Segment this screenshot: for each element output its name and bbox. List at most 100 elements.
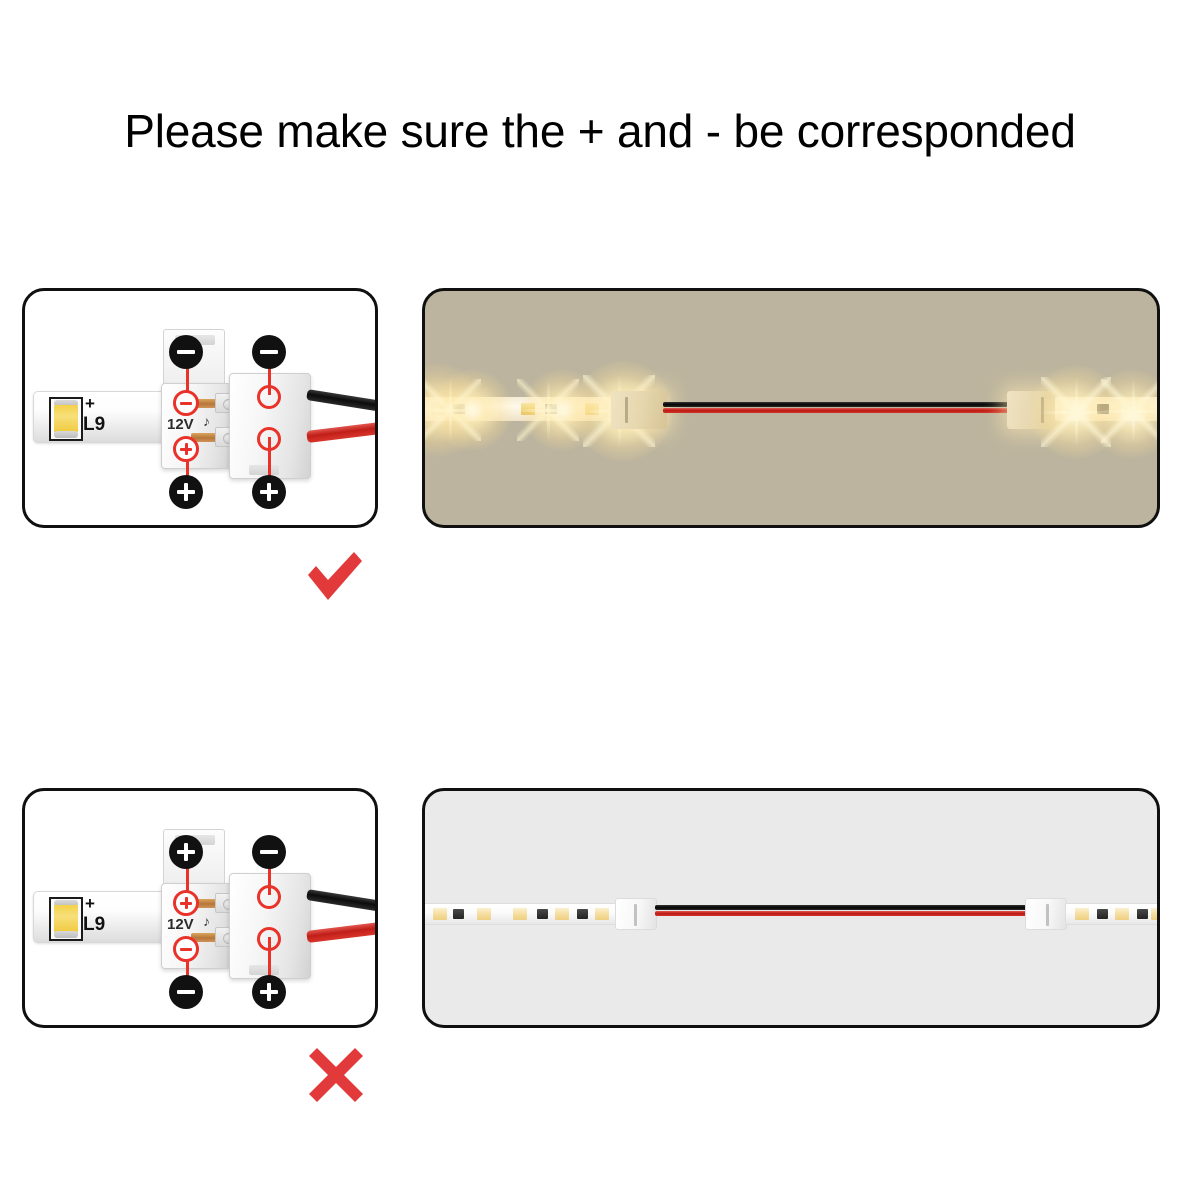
led-cap-bottom-icon xyxy=(54,431,78,438)
connector-slot-icon xyxy=(1041,397,1044,423)
smd-led-icon xyxy=(431,403,445,415)
connector-slot-icon xyxy=(625,397,628,423)
inline-ring-wire-bottom-correct xyxy=(257,427,281,451)
inline-marker-strip-bottom-correct xyxy=(173,436,199,462)
plus-bar-v-icon xyxy=(184,483,188,501)
leader-line-strip-bottom-correct xyxy=(186,439,189,491)
plus-bar-v-icon xyxy=(184,443,188,455)
wire-red-photo-lit xyxy=(663,408,1157,413)
inline-marker-strip-bottom-incorrect xyxy=(173,936,199,962)
diagram-stage-correct: + L9 12V ♪ xyxy=(25,291,375,525)
inline-marker-strip-top-correct xyxy=(173,390,199,416)
resistor-icon xyxy=(453,404,465,414)
smd-led-icon xyxy=(513,908,527,920)
diagram-panel-incorrect: + L9 12V ♪ xyxy=(22,788,378,1028)
wire-black-photo-unlit xyxy=(655,905,1157,910)
polarity-badge-wire-bottom-correct xyxy=(252,475,286,509)
led-cap-top-icon xyxy=(54,900,78,907)
polarity-badge-strip-top-correct xyxy=(169,335,203,369)
connector-wire-side-notch-incorrect xyxy=(249,965,279,975)
resistor-icon xyxy=(1137,909,1148,919)
polarity-arrow-icon-incorrect: ♪ xyxy=(203,915,210,930)
contact-metal-top-correct xyxy=(191,399,223,408)
wire-black-photo-lit xyxy=(663,402,1157,407)
verdict-cross-mark xyxy=(307,1046,365,1104)
photo-panel-lit xyxy=(422,288,1160,528)
led-package-incorrect xyxy=(49,897,83,941)
leader-line-strip-top-correct xyxy=(186,353,189,401)
leader-line-wire-top-correct xyxy=(268,353,271,395)
resistor-icon xyxy=(1097,404,1109,414)
smd-led-icon xyxy=(1067,403,1081,415)
polarity-badge-wire-top-correct xyxy=(252,335,286,369)
polarity-badge-strip-bottom-correct xyxy=(169,475,203,509)
led-phosphor-icon xyxy=(54,905,78,933)
smd-led-icon xyxy=(1115,908,1129,920)
voltage-label-incorrect: 12V xyxy=(167,916,194,933)
leader-line-wire-bottom-incorrect xyxy=(268,937,271,991)
resistor-icon xyxy=(1097,909,1108,919)
led-polarity-plus-mark-incorrect: + xyxy=(85,894,95,913)
resistor-icon xyxy=(453,909,464,919)
leader-line-strip-top-incorrect xyxy=(186,853,189,901)
smd-led-icon xyxy=(1151,908,1157,920)
wire-black-correct xyxy=(306,389,375,413)
inline-ring-wire-top-incorrect xyxy=(257,885,281,909)
connector-wire-side-notch-correct xyxy=(249,465,279,475)
wire-red-photo-unlit xyxy=(655,911,1157,916)
led-cap-top-icon xyxy=(54,400,78,407)
led-reference-label-correct: L9 xyxy=(83,414,106,435)
minus-bar-icon xyxy=(260,350,278,354)
page-title: Please make sure the + and - be correspo… xyxy=(124,105,1076,157)
inline-marker-strip-top-incorrect xyxy=(173,890,199,916)
led-phosphor-icon xyxy=(54,405,78,433)
contact-metal-top-incorrect xyxy=(191,899,223,908)
smd-led-icon xyxy=(1075,908,1089,920)
led-polarity-plus-mark-correct: + xyxy=(85,394,95,413)
photo-panel-unlit xyxy=(422,788,1160,1028)
contact-metal-bottom-correct xyxy=(191,433,223,442)
smd-led-icon xyxy=(555,908,569,920)
connector-right-unlit xyxy=(1025,898,1067,930)
polarity-arrow-icon-correct: ♪ xyxy=(203,415,210,430)
leader-line-wire-bottom-correct xyxy=(268,437,271,491)
leader-line-wire-top-incorrect xyxy=(268,853,271,895)
connector-slot-icon xyxy=(1046,904,1049,926)
led-cap-bottom-icon xyxy=(54,931,78,938)
wire-red-incorrect xyxy=(306,921,375,943)
minus-bar-icon xyxy=(260,850,278,854)
leader-line-strip-bottom-incorrect xyxy=(186,939,189,991)
polarity-badge-strip-bottom-incorrect xyxy=(169,975,203,1009)
verdict-check-mark xyxy=(303,548,365,606)
smd-led-icon xyxy=(595,908,609,920)
connector-right-lit xyxy=(1007,391,1061,429)
diagram-stage-incorrect: + L9 12V ♪ xyxy=(25,791,375,1025)
plus-bar-v-icon xyxy=(184,897,188,909)
minus-bar-icon xyxy=(177,350,195,354)
inline-ring-wire-bottom-incorrect xyxy=(257,927,281,951)
inline-ring-wire-top-correct xyxy=(257,385,281,409)
plus-bar-v-icon xyxy=(267,983,271,1001)
minus-bar-icon xyxy=(177,990,195,994)
voltage-label-correct: 12V xyxy=(167,416,194,433)
smd-led-icon xyxy=(521,403,535,415)
minus-bar-icon xyxy=(180,401,192,405)
smd-led-icon xyxy=(477,908,491,920)
wire-red-correct xyxy=(306,421,375,443)
resistor-icon xyxy=(537,909,548,919)
smd-led-icon xyxy=(433,908,447,920)
contact-metal-bottom-incorrect xyxy=(191,933,223,942)
wire-black-incorrect xyxy=(306,889,375,913)
photo-stage-unlit xyxy=(425,791,1157,1025)
smd-led-icon xyxy=(1125,403,1139,415)
connector-left-lit xyxy=(611,391,667,429)
led-package-correct xyxy=(49,397,83,441)
polarity-badge-wire-top-incorrect xyxy=(252,835,286,869)
smd-led-icon xyxy=(585,403,599,415)
photo-stage-lit xyxy=(425,291,1157,525)
connector-slot-icon xyxy=(634,904,637,926)
resistor-icon xyxy=(545,404,557,414)
resistor-icon xyxy=(577,909,588,919)
plus-bar-v-icon xyxy=(184,843,188,861)
